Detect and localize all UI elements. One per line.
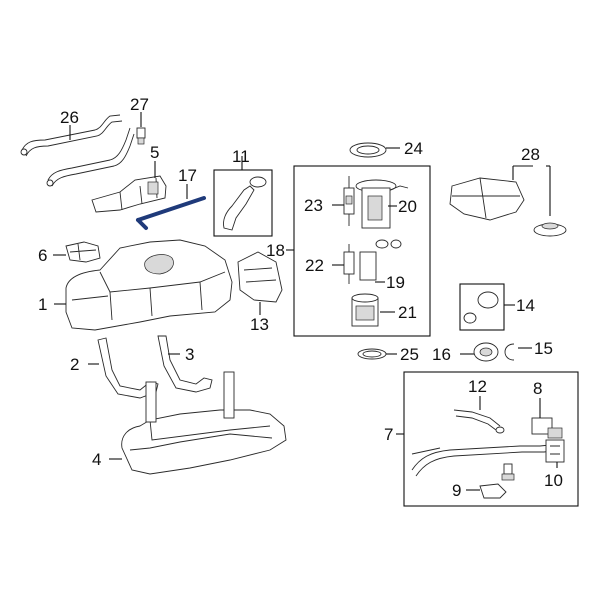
part-10-bracket[interactable]: [545, 439, 565, 463]
part-26-fuel-lines[interactable]: [20, 114, 135, 187]
callout-20[interactable]: 20: [398, 197, 417, 216]
callout-17[interactable]: 17: [178, 166, 197, 185]
callout-9[interactable]: 9: [452, 481, 461, 500]
callout-14[interactable]: 14: [516, 296, 535, 315]
part-11-filler-hose[interactable]: [223, 176, 267, 231]
part-bolt[interactable]: [501, 463, 515, 481]
part-12-hose[interactable]: [453, 409, 505, 434]
part-14-box: [459, 283, 505, 331]
part-4-tank-shield[interactable]: [121, 371, 287, 475]
callout-15[interactable]: 15: [534, 339, 553, 358]
part-21-filter[interactable]: [351, 293, 379, 327]
callout-5[interactable]: 5: [150, 143, 159, 162]
part-15-clip[interactable]: [504, 343, 515, 361]
callout-27[interactable]: 27: [130, 95, 149, 114]
part-23-harness[interactable]: [343, 176, 355, 226]
part-9-clamp[interactable]: [479, 483, 507, 499]
callout-28[interactable]: 28: [521, 145, 540, 164]
callout-4[interactable]: 4: [92, 450, 101, 469]
callout-24[interactable]: 24: [404, 139, 423, 158]
part-16-grommet[interactable]: [473, 342, 499, 362]
callout-23[interactable]: 23: [304, 196, 323, 215]
callout-25[interactable]: 25: [400, 345, 419, 364]
part-13-protector[interactable]: [237, 251, 283, 303]
part-25-gasket[interactable]: [357, 348, 387, 360]
callout-18[interactable]: 18: [266, 241, 285, 260]
part-18-box: [293, 165, 431, 337]
part-19-pump[interactable]: [359, 239, 402, 281]
callout-3[interactable]: 3: [185, 345, 194, 364]
part-22-wire[interactable]: [343, 244, 355, 284]
part-17-highlighted-pipe[interactable]: [136, 196, 206, 230]
callout-19[interactable]: 19: [386, 273, 405, 292]
part-6-bracket[interactable]: [65, 241, 101, 263]
callout-8[interactable]: 8: [533, 379, 542, 398]
callout-12[interactable]: 12: [468, 377, 487, 396]
callout-16[interactable]: 16: [432, 345, 451, 364]
callout-26[interactable]: 26: [60, 108, 79, 127]
part-3-strap[interactable]: [157, 335, 213, 393]
part-27-connector[interactable]: [136, 127, 146, 145]
callout-11[interactable]: 11: [232, 147, 250, 166]
part-28-cover[interactable]: [449, 177, 525, 221]
part-24-lock-ring[interactable]: [349, 142, 387, 158]
callout-1[interactable]: 1: [38, 295, 47, 314]
part-28-cap[interactable]: [533, 222, 567, 237]
part-7-box: [403, 371, 579, 507]
part-7-filler-pipe[interactable]: [411, 443, 563, 477]
callout-2[interactable]: 2: [70, 355, 79, 374]
part-5-heat-shield[interactable]: [91, 175, 167, 213]
callout-13[interactable]: 13: [250, 315, 269, 334]
part-8-valve[interactable]: [531, 417, 563, 439]
callout-6[interactable]: 6: [38, 246, 47, 265]
part-14-seal-kit[interactable]: [463, 291, 499, 324]
callout-7[interactable]: 7: [384, 425, 393, 444]
callout-10[interactable]: 10: [544, 471, 563, 490]
callout-21[interactable]: 21: [398, 303, 417, 322]
callout-22[interactable]: 22: [305, 256, 324, 275]
part-1-fuel-tank[interactable]: [65, 239, 233, 331]
part-20-pump-assembly[interactable]: [355, 179, 409, 229]
part-11-box: [213, 169, 273, 237]
